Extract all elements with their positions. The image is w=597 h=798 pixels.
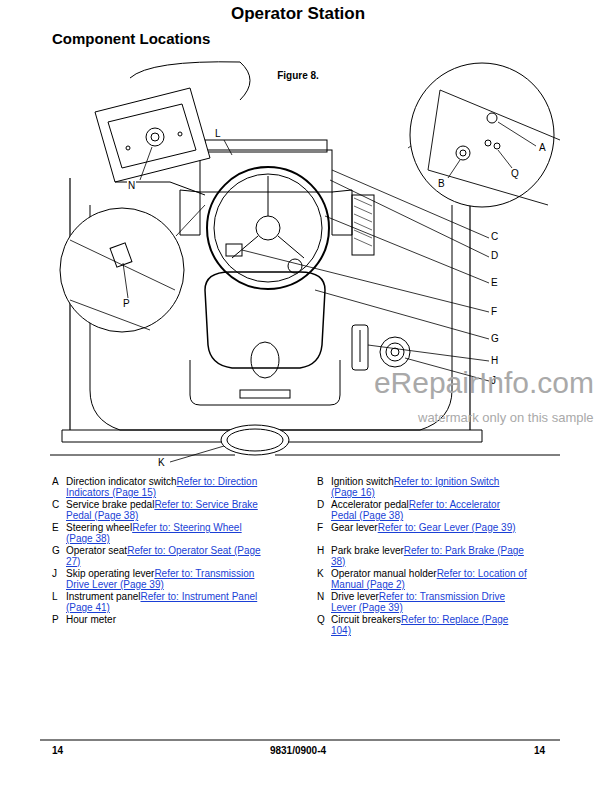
key-letter: Q <box>317 614 325 625</box>
callout-letter: N <box>127 180 136 191</box>
watermark: watermark only on this sample <box>418 410 594 425</box>
component-name: Park brake lever <box>331 545 404 556</box>
key-letter: H <box>317 545 324 556</box>
key-letter: K <box>317 568 324 579</box>
key-letter: L <box>52 591 58 602</box>
component-name: Service brake pedal <box>66 499 154 510</box>
key-entry: Accelerator pedalRefer to: Accelerator P… <box>331 499 527 521</box>
page-number: 14 <box>534 745 545 756</box>
figure-caption: Figure 8. <box>277 70 319 81</box>
cross-reference-link: Refer to: Gear Lever (Page 39) <box>378 522 516 533</box>
key-entry: Operator seatRefer to: Operator Seat (Pa… <box>66 545 262 567</box>
key-entry: Skip operating leverRefer to: Transmissi… <box>66 568 262 590</box>
key-entry: Park brake leverRefer to: Park Brake (Pa… <box>331 545 527 567</box>
callout-letter: E <box>490 277 499 288</box>
document-number: 9831/0900-4 <box>270 745 326 756</box>
section-heading: Component Locations <box>52 30 210 47</box>
key-letter: E <box>52 522 59 533</box>
key-entry: Gear leverRefer to: Gear Lever (Page 39) <box>331 522 527 533</box>
key-letter: P <box>52 614 59 625</box>
callout-letter: D <box>490 250 499 261</box>
key-letter: G <box>52 545 60 556</box>
callout-letter: K <box>157 457 166 468</box>
watermark: eRepairInfo.com <box>374 366 594 400</box>
callout-letter: C <box>490 231 499 242</box>
key-entry: Drive leverRefer to: Transmission Drive … <box>331 591 527 613</box>
key-letter: N <box>317 591 324 602</box>
component-name: Skip operating lever <box>66 568 154 579</box>
component-name: Instrument panel <box>66 591 141 602</box>
component-name: Hour meter <box>66 614 116 625</box>
key-letter: C <box>52 499 59 510</box>
component-name: Operator manual holder <box>331 568 437 579</box>
key-letter: J <box>52 568 57 579</box>
key-letter: D <box>317 499 324 510</box>
component-name: Circuit breakers <box>331 614 401 625</box>
page-number: 14 <box>52 745 63 756</box>
key-entry: Direction indicator switchRefer to: Dire… <box>66 476 262 498</box>
key-letter: B <box>317 476 324 487</box>
key-entry: Steering wheelRefer to: Steering Wheel (… <box>66 522 262 544</box>
callout-letter: P <box>122 298 131 309</box>
callout-letter: G <box>490 333 500 344</box>
callout-letter: H <box>490 355 499 366</box>
component-name: Operator seat <box>66 545 127 556</box>
page-title: Operator Station <box>231 4 365 24</box>
component-name: Steering wheel <box>66 522 132 533</box>
key-entry: Operator manual holderRefer to: Location… <box>331 568 527 590</box>
key-entry: Instrument panelRefer to: Instrument Pan… <box>66 591 262 613</box>
component-name: Ignition switch <box>331 476 394 487</box>
component-name: Drive lever <box>331 591 379 602</box>
key-entry: Ignition switchRefer to: Ignition Switch… <box>331 476 527 498</box>
key-entry: Circuit breakersRefer to: Replace (Page … <box>331 614 527 636</box>
callout-letter: L <box>214 128 222 139</box>
component-name: Accelerator pedal <box>331 499 409 510</box>
callout-letter: A <box>538 142 547 153</box>
component-name: Gear lever <box>331 522 378 533</box>
callout-letter: F <box>490 306 498 317</box>
component-name: Direction indicator switch <box>66 476 177 487</box>
key-entry: Hour meter <box>66 614 262 625</box>
callout-letter: B <box>437 178 446 189</box>
callout-letter: Q <box>510 168 520 179</box>
key-letter: A <box>52 476 59 487</box>
key-entry: Service brake pedalRefer to: Service Bra… <box>66 499 262 521</box>
key-letter: F <box>317 522 323 533</box>
